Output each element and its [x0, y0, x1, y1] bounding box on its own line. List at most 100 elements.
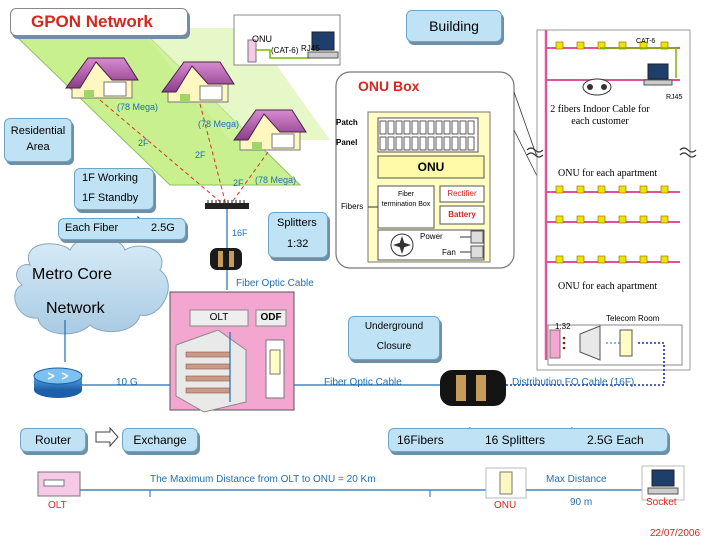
working-label: 1F Working [82, 172, 139, 184]
telecom-room-label: Telecom Room [606, 314, 660, 323]
house-3 [233, 109, 307, 151]
apartment-onu [576, 255, 585, 264]
fibers-label: Fibers [341, 202, 364, 211]
summary-each: 2.5G Each [587, 433, 644, 447]
building-label: Building [429, 18, 479, 34]
apartment-onu [618, 215, 627, 224]
odf-rack [265, 339, 285, 399]
onu-unit [377, 155, 485, 179]
patch-port [411, 120, 419, 135]
apartment-onu [597, 41, 606, 50]
patch-port [411, 136, 419, 151]
apartment-onu [639, 185, 648, 194]
apartment-onu [597, 215, 606, 224]
patch-port [395, 136, 403, 151]
distribution-fo-cable [506, 342, 665, 386]
apartment-onu [597, 255, 606, 264]
fiber-connector-icon [582, 78, 612, 96]
apartment-onu [555, 41, 564, 50]
battery-label: Battery [448, 210, 476, 219]
bottom-onu-icon [485, 467, 527, 499]
patch-port [451, 120, 459, 135]
residential-area-label: Residential Area [10, 125, 66, 153]
rectifier-box [439, 185, 485, 203]
underground-callout: Underground Closure [348, 316, 440, 360]
max-distance-value: 90 m [570, 497, 593, 508]
building-frame [536, 29, 691, 371]
bottom-olt-icon [37, 471, 81, 497]
building-splitter-icon [579, 325, 601, 361]
exchange-callout: Exchange [122, 428, 198, 452]
apartment-onu [618, 255, 627, 264]
patch-port [435, 136, 443, 151]
splitter-device [205, 200, 249, 209]
termination-label: Fiber termination Box [381, 191, 431, 208]
patch-port [459, 136, 467, 151]
apartment-onu [576, 215, 585, 224]
summary-fibers: 16Fibers [397, 433, 444, 447]
fan-label: Fan [442, 248, 456, 257]
metro-label-2: Network [46, 300, 105, 317]
house-2-fibers: 2F [195, 150, 206, 160]
patch-port [427, 136, 435, 151]
patch-panel-label-1: Patch [336, 118, 358, 127]
splitters-ratio: 1:32 [287, 238, 309, 250]
building-computer-icon [643, 63, 673, 86]
patch-port [387, 136, 395, 151]
working-standby-callout: 1F Working 1F Standby [74, 168, 154, 210]
fiber-optic-cable-label-2: Fiber Optic Cable [324, 377, 402, 388]
apartment-onus [555, 41, 669, 264]
apartment-onu [555, 215, 564, 224]
house-2-capacity: (78 Mega) [198, 119, 240, 129]
patch-port [451, 136, 459, 151]
building-cat6-label: CAT-6 [636, 38, 656, 45]
underground-label-2: Closure [376, 341, 412, 352]
patch-port [403, 136, 411, 151]
odf-label: ODF [260, 312, 282, 323]
patch-port [435, 120, 443, 135]
patch-panel-label-2: Panel [336, 138, 358, 147]
feeder-fiber-count: 16F [232, 228, 248, 238]
apartment-onu [660, 41, 669, 50]
apartment-onu [639, 41, 648, 50]
apartment-onu [660, 255, 669, 264]
building-callout: Building [406, 10, 502, 42]
apartment-onu [660, 185, 669, 194]
power-label: Power [420, 232, 443, 241]
house-1-capacity: (78 Mega) [117, 102, 159, 112]
fiber-drops [99, 99, 269, 206]
apartment-onu [618, 41, 627, 50]
battery-box [439, 205, 485, 225]
summary-callout: 16Fibers 16 Splitters 2.5G Each [388, 428, 668, 452]
router-label: Router [34, 433, 72, 447]
apartment-onu [576, 185, 585, 194]
bottom-socket-computer-icon [641, 465, 685, 501]
top-onu-group [233, 14, 341, 66]
max-distance-olt-onu-label: The Maximum Distance from OLT to ONU = 2… [150, 474, 376, 485]
onu-unit-label: ONU [417, 160, 445, 174]
apartment-onu [555, 255, 564, 264]
building-split-ratio: 1:32 [555, 322, 571, 331]
patch-port [467, 120, 475, 135]
onu-apartment-label-2: ONU for each apartment [558, 281, 658, 292]
house-3-capacity: (78 Mega) [255, 175, 297, 185]
house-1 [65, 57, 139, 99]
apartment-onu [618, 185, 627, 194]
onu-box-title: ONU Box [358, 78, 420, 94]
patch-port [379, 120, 387, 135]
apartment-onu [639, 255, 648, 264]
each-fiber-value: 2.5G [151, 222, 175, 234]
patch-port [467, 136, 475, 151]
apartment-onu [555, 185, 564, 194]
top-onu-label: ONU [252, 34, 272, 44]
indoor-cable-label: 2 fibers Indoor Cable for each customer [550, 104, 650, 127]
fan-icon [390, 233, 414, 257]
top-cat6-label: (CAT-6) [271, 46, 299, 55]
bottom-olt-label: OLT [48, 500, 67, 511]
page-title: GPON Network [31, 12, 153, 31]
patch-port [387, 120, 395, 135]
summary-splitters: 16 Splitters [485, 433, 546, 447]
underground-label-1: Underground [364, 321, 424, 332]
router-icon [33, 367, 83, 398]
